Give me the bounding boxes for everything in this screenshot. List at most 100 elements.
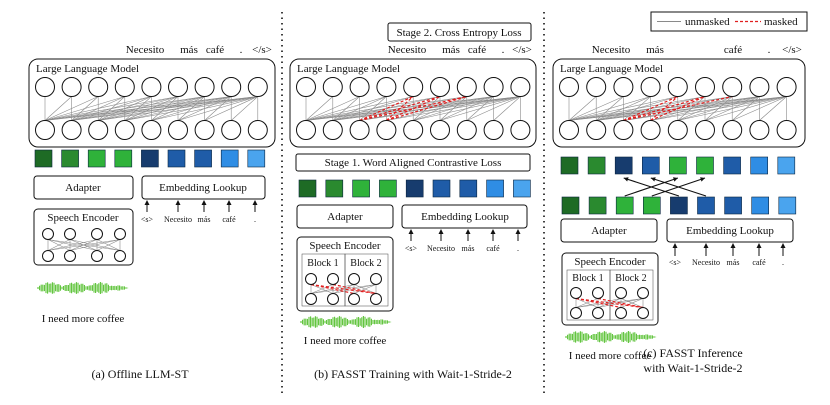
llm-connection [44, 96, 72, 121]
llm-node-top [456, 77, 477, 97]
speech-encoder-label-b: Speech Encoder [309, 240, 380, 252]
block2-label-b: Block 2 [350, 258, 381, 269]
embedding-square [513, 179, 531, 198]
llm-node-top [722, 77, 743, 97]
encoder-connection [310, 284, 334, 294]
llm-node-top [168, 77, 188, 97]
llm-node-top [483, 77, 504, 97]
llm-connection [677, 96, 706, 121]
output-token: café [724, 44, 742, 56]
speech-encoder-box-a [33, 208, 134, 266]
llm-node-bottom [483, 120, 504, 140]
embedding-square [405, 179, 424, 198]
embedding-square [325, 179, 344, 198]
embedding-square [777, 156, 796, 175]
input-token: Necesito [692, 258, 720, 267]
llm-node-bottom [61, 120, 82, 140]
waveform-b [300, 316, 392, 328]
llm-connection [151, 96, 179, 121]
embedding-square [114, 149, 133, 168]
embedding-box-b [401, 204, 528, 229]
arrow-head [756, 243, 762, 248]
llm-node-top [695, 77, 715, 97]
legend-masked-label: masked [764, 16, 798, 28]
encoder-connection [620, 298, 644, 308]
adapter-label-a: Adapter [65, 182, 101, 194]
output-token: . [768, 44, 771, 56]
llm-node-top [430, 77, 450, 97]
encoder-node-top [42, 228, 54, 240]
arrow-head [730, 243, 736, 248]
output-token: más [180, 44, 198, 56]
llm-node-bottom [667, 120, 688, 140]
encoder-connection [47, 239, 71, 251]
encoder-connection [575, 298, 599, 308]
embedding-square [352, 179, 370, 198]
speech-encoder-label-c: Speech Encoder [574, 256, 645, 268]
stage2-box [387, 22, 532, 42]
encoder-node-top [64, 228, 76, 240]
reorder-arrow-head [700, 177, 705, 182]
stage1-label: Stage 1. Word Aligned Contrastive Loss [325, 157, 502, 169]
encoder-node-top [348, 273, 360, 285]
llm-connection [124, 96, 152, 121]
arrow-head [252, 200, 258, 205]
llm-connection [204, 96, 232, 121]
llm-node-top [35, 77, 55, 97]
embedding-label-a: Embedding Lookup [159, 182, 247, 194]
llm-label-b: Large Language Model [297, 63, 400, 75]
input-token: café [486, 244, 500, 253]
encoder-node-top [370, 273, 382, 285]
llm-node-bottom [168, 120, 188, 140]
waveform-path [565, 331, 657, 343]
input-token: <s> [405, 244, 418, 253]
input-token: más [462, 244, 475, 253]
encoder-node-top [305, 273, 317, 285]
adapter-box-c [560, 218, 658, 243]
output-tokens-c: Necesito más café . </s> [592, 44, 802, 56]
llm-connection [596, 96, 624, 121]
caption-a: (a) Offline LLM-ST [91, 367, 189, 381]
llm-node-top [194, 77, 215, 97]
llm-node-top [296, 77, 316, 97]
embedding-square [87, 149, 106, 168]
encoder-node-top [615, 287, 627, 299]
embedding-box-c [666, 218, 794, 243]
legend: unmasked masked [650, 11, 808, 32]
llm-node-top [510, 77, 531, 97]
embedding-label-c: Embedding Lookup [686, 225, 774, 237]
llm-connection [466, 96, 494, 121]
embedding-box-a [141, 175, 266, 200]
masked-connection [310, 283, 355, 295]
encoder-node-bottom [305, 293, 317, 305]
adapter-box-a [33, 175, 134, 200]
embedding-square [641, 156, 660, 175]
llm-node-bottom [296, 120, 316, 140]
panel-b: Stage 2. Cross Entropy Loss Necesito más… [289, 22, 537, 381]
input-token: café [222, 215, 236, 224]
adapter-label-b: Adapter [327, 211, 363, 223]
output-tokens-b: Necesito más café . </s> [388, 44, 532, 56]
speech-text-b: I need more coffee [304, 335, 387, 347]
llm-connection [493, 96, 521, 121]
llm-network-b [296, 77, 531, 140]
llm-node-bottom [221, 120, 242, 140]
embedding-square [670, 196, 688, 215]
encoder-connection [597, 298, 622, 308]
embedding-square [61, 149, 79, 168]
waveform-path [37, 282, 129, 294]
block2-box-b [344, 253, 389, 307]
llm-node-top [247, 77, 268, 97]
arrow-head [175, 200, 181, 205]
llm-connection [704, 96, 733, 121]
llm-node-bottom [510, 120, 531, 140]
caption-c-line2: with Wait-1-Stride-2 [643, 361, 742, 375]
input-token: . [254, 215, 256, 224]
embedding-square [696, 156, 714, 175]
llm-label-c: Large Language Model [560, 63, 663, 75]
input-tokens-a: <s> Necesito más café . [141, 215, 256, 224]
llm-connection [623, 96, 651, 121]
encoder-node-bottom [570, 307, 582, 319]
embedding-square [750, 156, 769, 175]
encoder-connection [69, 239, 121, 251]
